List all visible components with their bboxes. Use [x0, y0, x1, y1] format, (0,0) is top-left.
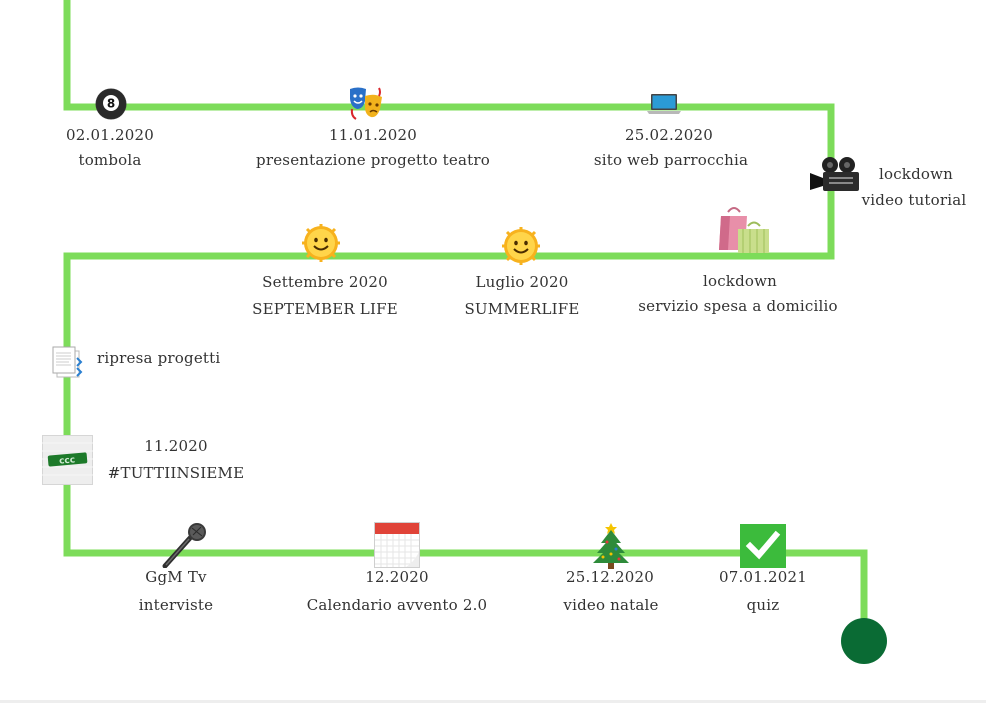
movie-camera-icon: [810, 157, 859, 191]
calendario-date: 12.2020: [365, 568, 429, 586]
teatro-title: presentazione progetto teatro: [256, 151, 490, 169]
tombola-title: tombola: [78, 151, 142, 169]
teatro-date: 11.01.2020: [329, 126, 417, 144]
video-tutorial-line1: lockdown: [878, 165, 954, 183]
svg-text:8: 8: [107, 97, 115, 111]
summerlife-date: Luglio 2020: [475, 273, 569, 291]
smiling-sun-icon: [502, 227, 540, 265]
tombola-date: 02.01.2020: [66, 126, 154, 144]
natale-date: 25.12.2020: [566, 568, 654, 586]
smiling-sun-icon: [302, 224, 340, 262]
bottom-divider: [0, 700, 986, 703]
timeline-end-dot: [841, 618, 887, 664]
christmas-tree-icon: [593, 523, 629, 569]
theater-masks-icon: [350, 87, 382, 120]
shopping-bags-icon: [719, 207, 769, 253]
sito-date: 25.02.2020: [625, 126, 713, 144]
gmtv-line1: GgM Tv: [145, 568, 207, 586]
laptop-icon: [647, 94, 681, 114]
quiz-date: 07.01.2021: [719, 568, 807, 586]
gmtv-line2: interviste: [138, 596, 214, 614]
microphone-icon: [162, 523, 206, 568]
billiard-8-ball-icon: 8: [95, 88, 127, 120]
tutti-title: #TUTTIINSIEME: [107, 464, 245, 482]
video-tutorial-line2: video tutorial: [861, 191, 967, 209]
green-stamp-icon: ccc: [42, 435, 93, 485]
documents-icon: [52, 346, 83, 378]
tutti-date: 11.2020: [144, 437, 208, 455]
spesa-line2: servizio spesa a domicilio: [638, 297, 838, 315]
quiz-title: quiz: [746, 596, 780, 614]
svg-text:ccc: ccc: [59, 455, 76, 466]
september-title: SEPTEMBER LIFE: [252, 300, 398, 318]
summerlife-title: SUMMERLIFE: [464, 300, 580, 318]
natale-title: video natale: [563, 596, 659, 614]
check-box-icon: [740, 524, 786, 568]
calendar-icon: [374, 522, 420, 568]
september-date: Settembre 2020: [262, 273, 388, 291]
timeline-path: [63, 0, 868, 640]
ripresa-title: ripresa progetti: [97, 349, 221, 367]
sito-title: sito web parrocchia: [593, 151, 749, 169]
calendario-title: Calendario avvento 2.0: [306, 596, 488, 614]
spesa-line1: lockdown: [702, 272, 778, 290]
